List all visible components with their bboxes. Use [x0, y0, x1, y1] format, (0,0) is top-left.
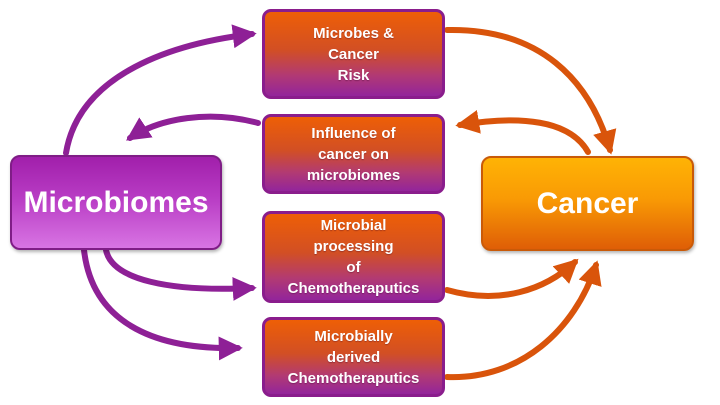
influence-of-cancer-node: Influence of cancer on microbiomes [262, 114, 445, 194]
arrow-influence-to-microbiomes [126, 113, 261, 141]
arrow-risk-to-cancer [444, 26, 617, 155]
microbial-processing-node: Microbial processing of Chemotheraputics [262, 211, 445, 303]
arrow-processing-to-cancer [444, 258, 579, 299]
microbiomes-label: Microbiomes [23, 185, 209, 219]
arrow-cancer-to-influence [455, 110, 591, 155]
arrow-microbiomes-to-derived [81, 247, 243, 361]
microbiomes-node: Microbiomes [10, 155, 222, 250]
influence-of-cancer-label: Influence of cancer on microbiomes [306, 124, 401, 184]
microbial-processing-label: Microbial processing of Chemotheraputics [287, 217, 420, 297]
microbes-cancer-risk-node: Microbes & Cancer Risk [262, 9, 445, 99]
arrow-derived-to-cancer [444, 260, 602, 381]
microbially-derived-node: Microbially derived Chemotheraputics [262, 317, 445, 397]
microbes-cancer-risk-label: Microbes & Cancer Risk [313, 24, 394, 84]
arrow-microbiomes-to-processing [103, 247, 257, 301]
cancer-label: Cancer [536, 186, 639, 220]
microbially-derived-label: Microbially derived Chemotheraputics [287, 327, 420, 387]
arrow-microbiomes-to-risk [63, 24, 257, 156]
cancer-node: Cancer [481, 156, 694, 251]
